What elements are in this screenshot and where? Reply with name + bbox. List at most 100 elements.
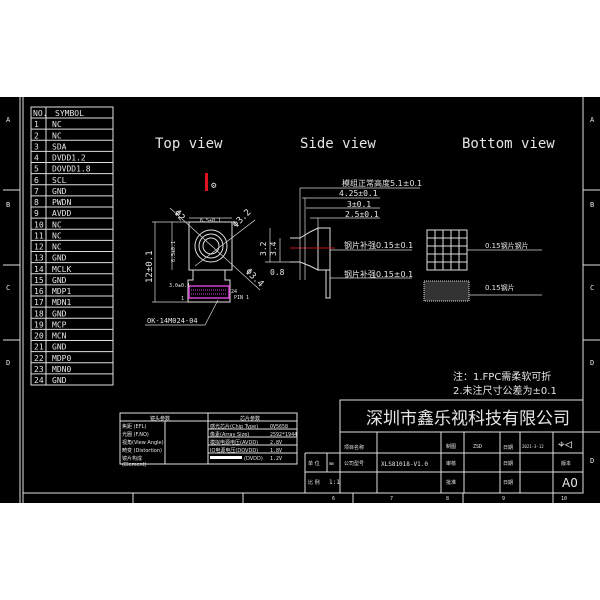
pin-symbol: DOVDD1.8 (52, 165, 91, 174)
pin-1-square: PIN 1 (234, 295, 249, 301)
pin-symbol: GND (52, 276, 67, 285)
pin-number: 10 (34, 220, 44, 229)
date-label: 日期 (503, 445, 513, 451)
dim-fpc: 3.0±0.1 (169, 283, 190, 289)
pin-symbol: MCP (52, 320, 67, 329)
unit-value: mm (329, 461, 334, 466)
pin-row: 3 SDA (34, 142, 67, 151)
dim-3: 3±0.1 (347, 200, 371, 209)
pin-number: 23 (34, 365, 44, 374)
row-letter: D (590, 457, 594, 465)
pin-1-label: 1 (181, 296, 184, 302)
bottom-label-1: 0.15钢片钢片 (485, 241, 529, 250)
bottom-label-2: 0.15钢片 (485, 283, 515, 292)
pin-row: 1 NC (34, 120, 62, 129)
model-value: XLS81018-V1.0 (381, 461, 428, 468)
pin-symbol: GND (52, 376, 67, 385)
stiffener-label-1: 钢片补强0.15±0.1 (344, 240, 413, 250)
pin-number: 15 (34, 276, 44, 285)
red-marker (205, 173, 208, 191)
chip-param-value: 1.2V (270, 456, 282, 462)
pin-number: 24 (34, 376, 44, 385)
pin-row: 6 SCL (34, 176, 67, 185)
chip-param-label: 模拟电源电压(AVDD) (210, 439, 258, 446)
pin-row: 9 AVDD (34, 209, 71, 218)
version-label: 版本 (561, 460, 571, 467)
pin-symbol: AVDD (52, 209, 71, 218)
pin-symbol: NC (52, 220, 62, 229)
pin-number: 1 (34, 120, 39, 129)
row-letter: A (6, 116, 11, 124)
pin-number: 16 (34, 287, 44, 296)
lens-param-label: 焦距 (EFL) (122, 423, 146, 430)
pin-row: 2 NC (34, 131, 62, 140)
col-number: 8 (446, 496, 449, 502)
col-number: 10 (561, 496, 567, 502)
bottom-view-drawing: 0.15钢片钢片 0.15钢片 (423, 229, 542, 302)
project-name-label: 项目名称 (344, 444, 364, 451)
dim-2-5: 2.5±0.1 (345, 210, 379, 219)
pin-number: 2 (34, 131, 39, 140)
pin-number: 19 (34, 320, 44, 329)
pin-number: 3 (34, 142, 39, 151)
connector-part-number: OK-14M024-04 (147, 317, 198, 325)
pin-symbol: MDP1 (52, 287, 71, 296)
dim-inner: 6.5±0.1 (171, 241, 177, 262)
scale-value: 1:1 (329, 479, 340, 486)
pin-number: 11 (34, 231, 44, 240)
ucs-icon: ⚙ (210, 181, 217, 191)
chip-param-value: OV5658 (270, 424, 288, 430)
dim-3-4: 3.4 (269, 241, 278, 256)
pin-symbol: MCN (52, 332, 67, 341)
col-number: 9 (502, 496, 505, 502)
pin-symbol: SDA (52, 142, 67, 151)
pin-symbol: GND (52, 187, 67, 196)
bottom-view-title: Bottom view (462, 136, 555, 152)
pin-symbol: GND (52, 343, 67, 352)
date-label: 日期 (503, 461, 513, 467)
company-name: 深圳市鑫乐视科技有限公司 (366, 409, 570, 429)
pin-number: 18 (34, 309, 44, 318)
chip-param-label: (DVDD) (244, 456, 263, 462)
pin-row: 24 GND (34, 376, 67, 385)
pin-number: 9 (34, 209, 39, 218)
pin-header-no: NO. (33, 109, 47, 118)
row-letter: C (6, 284, 10, 292)
col-number: 7 (390, 496, 393, 502)
pin-24-label: 24 (231, 289, 237, 295)
dim-4-25: 4.25±0.1 (339, 189, 378, 198)
side-view-title: Side view (300, 136, 376, 152)
dim-width: 6.5±0.1 (200, 218, 221, 224)
pin-symbol: NC (52, 131, 62, 140)
row-letter: D (6, 359, 10, 367)
pin-symbol: NC (52, 120, 62, 129)
chip-param-label: 感光芯片(Chip Type) (210, 423, 258, 430)
dim-3-2: 3.2 (259, 241, 268, 256)
pin-number: 6 (34, 176, 39, 185)
chip-param-label: IO电源电压(DOVDD) (210, 447, 258, 454)
chip-param-value: 2.8V (270, 440, 282, 446)
version-value: A0 (562, 476, 578, 490)
chip-param-value: 2592*1944 (270, 432, 297, 438)
row-letter: C (590, 284, 594, 292)
pin-symbol: PWDN (52, 198, 71, 207)
pin-symbol: MCLK (52, 265, 71, 274)
drawn-by-value: ZSD (473, 444, 482, 450)
pin-symbol: SCL (52, 176, 67, 185)
dim-0-8: 0.8 (270, 268, 285, 277)
scale-label: 比 例 (308, 479, 320, 486)
lens-param-label: 光圈 (F.NO) (122, 431, 149, 438)
row-letter: B (590, 201, 594, 209)
col-number: 6 (332, 496, 335, 502)
